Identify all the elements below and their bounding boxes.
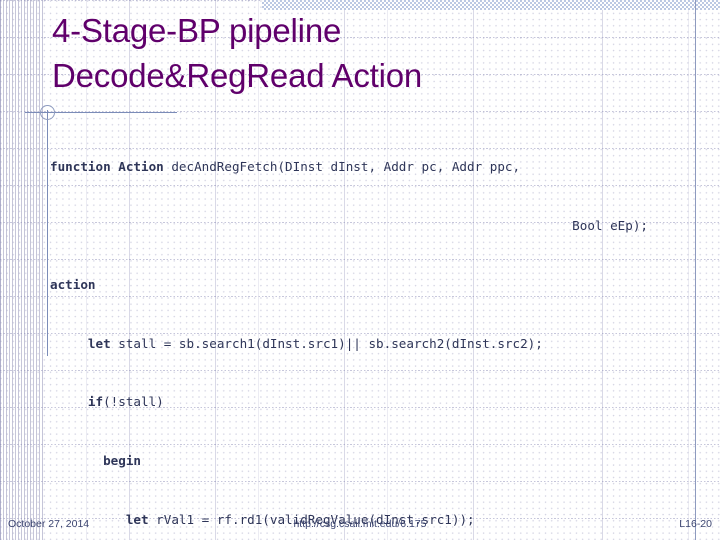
decorative-horizontal-line (25, 112, 177, 113)
code-line-3-action: action (50, 276, 96, 292)
code-line-1: function Action decAndRegFetch(DInst dIn… (50, 157, 690, 177)
code-keyword-let-1: let (87, 335, 111, 351)
code-line-4-rest: stall = sb.search1(dInst.src1)|| sb.sear… (110, 335, 543, 351)
code-line-4: let stall = sb.search1(dInst.src1)|| sb.… (50, 334, 690, 354)
code-line-5-rest: (!stall) (103, 394, 164, 410)
right-vertical-rule-decoration (695, 0, 696, 540)
code-line-4-indent (50, 336, 88, 351)
code-keyword-function-action: function Action (50, 159, 164, 175)
code-keyword-begin: begin (103, 453, 141, 469)
footer-page-number: L16-20 (679, 518, 712, 530)
code-keyword-if: if (87, 394, 104, 410)
footer-date: October 27, 2014 (8, 518, 90, 530)
code-line-6: begin (50, 451, 690, 471)
code-keyword-let-2: let (125, 511, 149, 527)
code-line-2: Bool eEp); (572, 217, 648, 233)
footer-url: http://csg.csail.mit.edu/6.175 (293, 518, 427, 530)
page-title: 4-Stage-BP pipeline Decode&RegRead Actio… (52, 12, 423, 95)
slide-footer: October 27, 2014 http://csg.csail.mit.ed… (0, 518, 720, 540)
code-line-7-rest: rVal1 = rf.rd1(validRegValue(dInst.src1)… (148, 511, 475, 527)
top-hatched-band-decoration (262, 0, 720, 10)
code-line-1-rest: decAndRegFetch(DInst dInst, Addr pc, Add… (163, 159, 521, 175)
decorative-vertical-line (47, 110, 48, 356)
code-line-5-indent (50, 394, 88, 409)
code-block: function Action decAndRegFetch(DInst dIn… (50, 118, 690, 540)
decorative-circle-icon (40, 105, 55, 120)
code-line-6-indent (50, 453, 103, 468)
code-line-5: if(!stall) (50, 392, 690, 412)
code-line-7: let rVal1 = rf.rd1(validRegValue(dInst.s… (50, 510, 690, 530)
